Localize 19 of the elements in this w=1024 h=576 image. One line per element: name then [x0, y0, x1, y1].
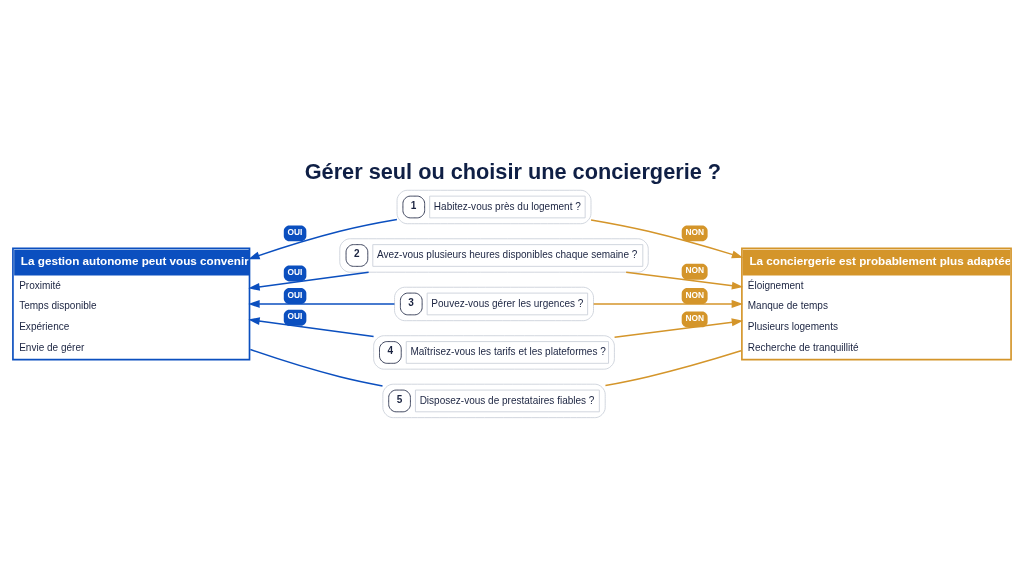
- arrow: [248, 316, 375, 337]
- diagram-title: Gérer seul ou choisir une conciergerie ?: [304, 158, 722, 184]
- edge-label: OUI: [287, 266, 303, 277]
- edge-label: OUI: [287, 226, 303, 237]
- connector: [249, 348, 384, 387]
- edge-label: NON: [685, 312, 705, 323]
- edge-label: OUI: [287, 310, 303, 321]
- edge-label: NON: [685, 264, 705, 275]
- arrow: [248, 270, 370, 291]
- edge-label: NON: [685, 226, 705, 237]
- connector: [604, 349, 742, 386]
- arrow: [592, 299, 743, 308]
- arrow: [248, 218, 398, 259]
- arrow: [590, 218, 744, 258]
- arrow: [625, 270, 744, 290]
- edge-label: OUI: [287, 289, 303, 300]
- arrow: [248, 299, 396, 308]
- arrow: [613, 317, 744, 338]
- edge-label: NON: [685, 289, 705, 300]
